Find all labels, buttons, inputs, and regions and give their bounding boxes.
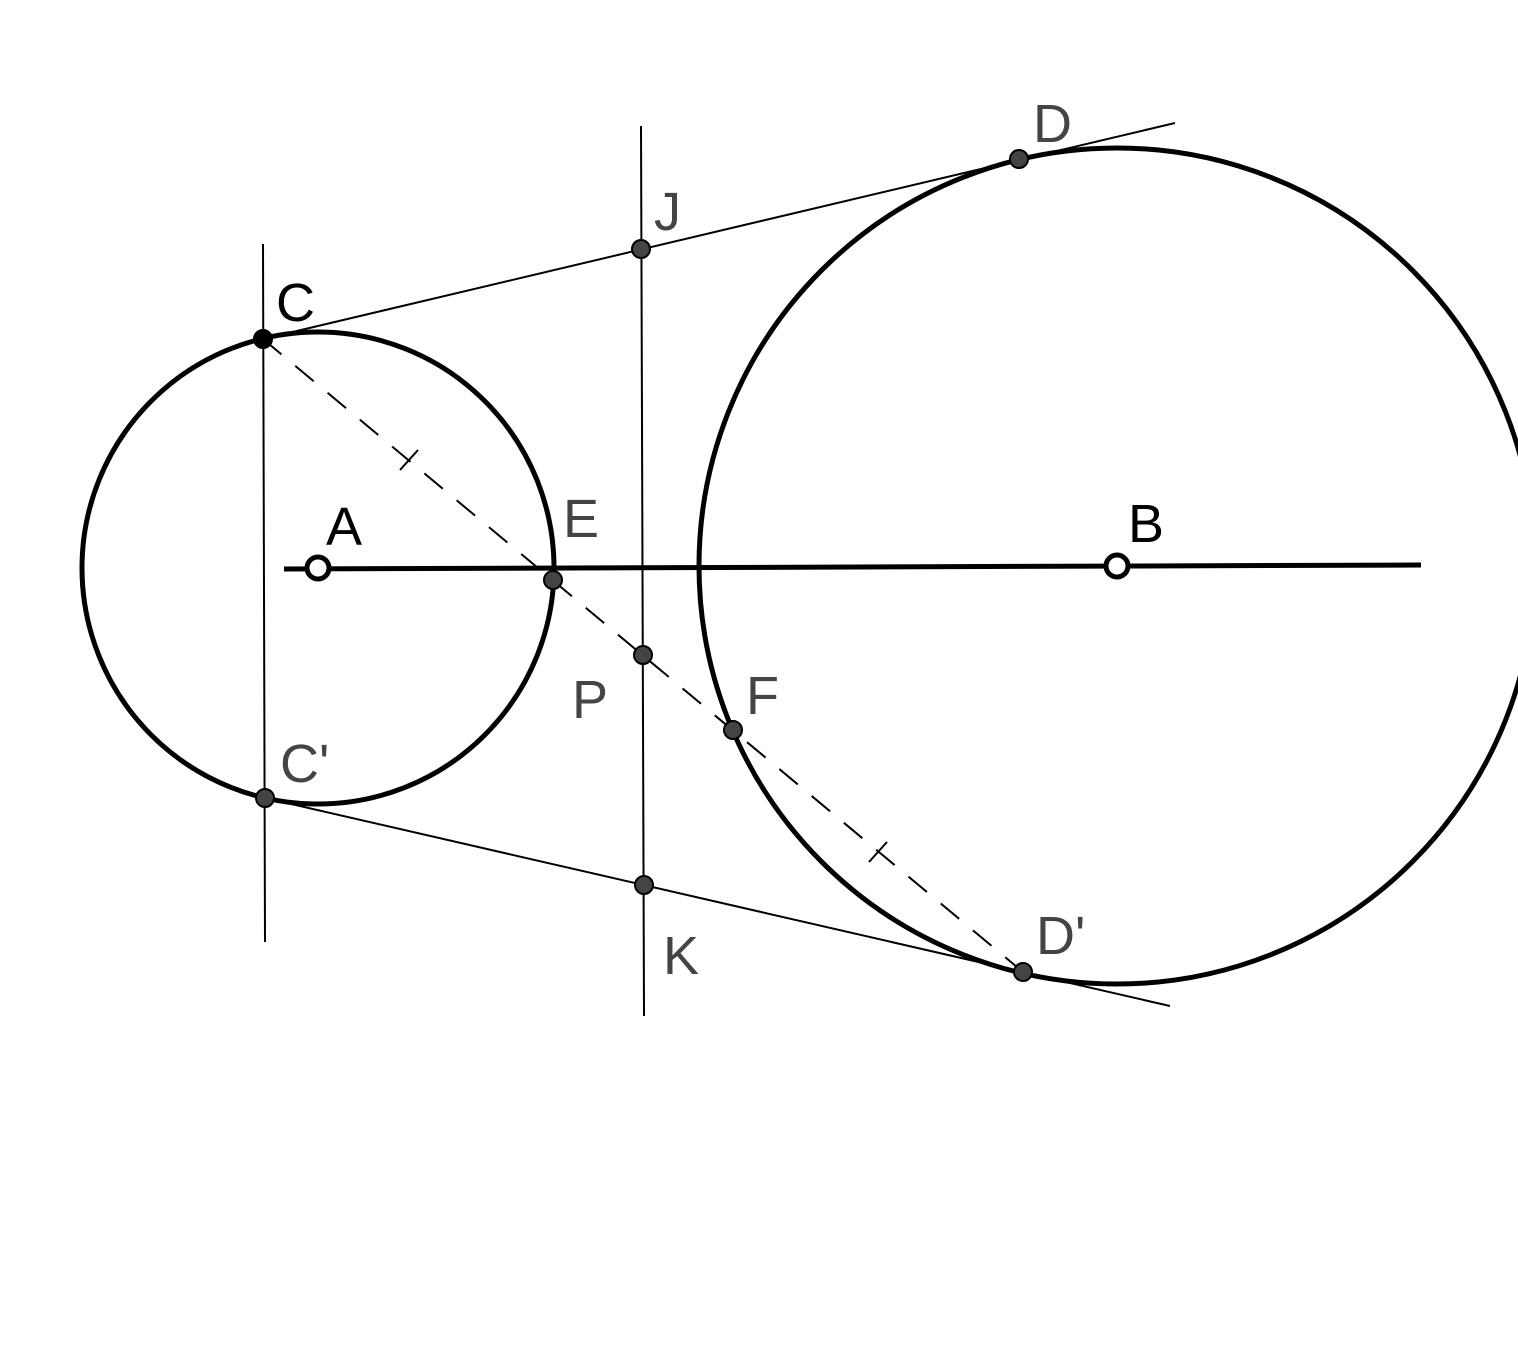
point-e xyxy=(543,570,563,590)
label-j: J xyxy=(654,182,681,242)
vertical-line-cc xyxy=(262,243,266,943)
label-b: B xyxy=(1128,494,1164,554)
point-d-prime xyxy=(1013,962,1033,982)
point-b xyxy=(1103,552,1131,580)
label-a: A xyxy=(326,497,362,557)
point-j xyxy=(631,239,651,259)
tick-mark-upper xyxy=(399,449,419,471)
label-d: D xyxy=(1033,94,1072,154)
tick-mark-lower xyxy=(868,841,888,863)
center-line-ab xyxy=(283,562,1422,572)
point-k xyxy=(634,875,654,895)
label-c-prime: C' xyxy=(280,734,329,794)
point-d xyxy=(1009,149,1029,169)
label-c: C xyxy=(276,273,315,333)
label-d-prime: D' xyxy=(1036,906,1085,966)
label-k: K xyxy=(663,926,699,986)
point-f xyxy=(723,720,743,740)
vertical-line-jk xyxy=(640,125,645,1017)
point-a xyxy=(304,554,332,582)
tangent-line-cd xyxy=(262,122,1176,340)
point-c-prime xyxy=(255,788,275,808)
point-p xyxy=(633,645,653,665)
label-f: F xyxy=(746,666,779,726)
point-c xyxy=(253,329,273,349)
label-e: E xyxy=(563,489,599,549)
tangent-line-c-prime-d-prime xyxy=(264,797,1171,1007)
label-p: P xyxy=(572,670,608,730)
